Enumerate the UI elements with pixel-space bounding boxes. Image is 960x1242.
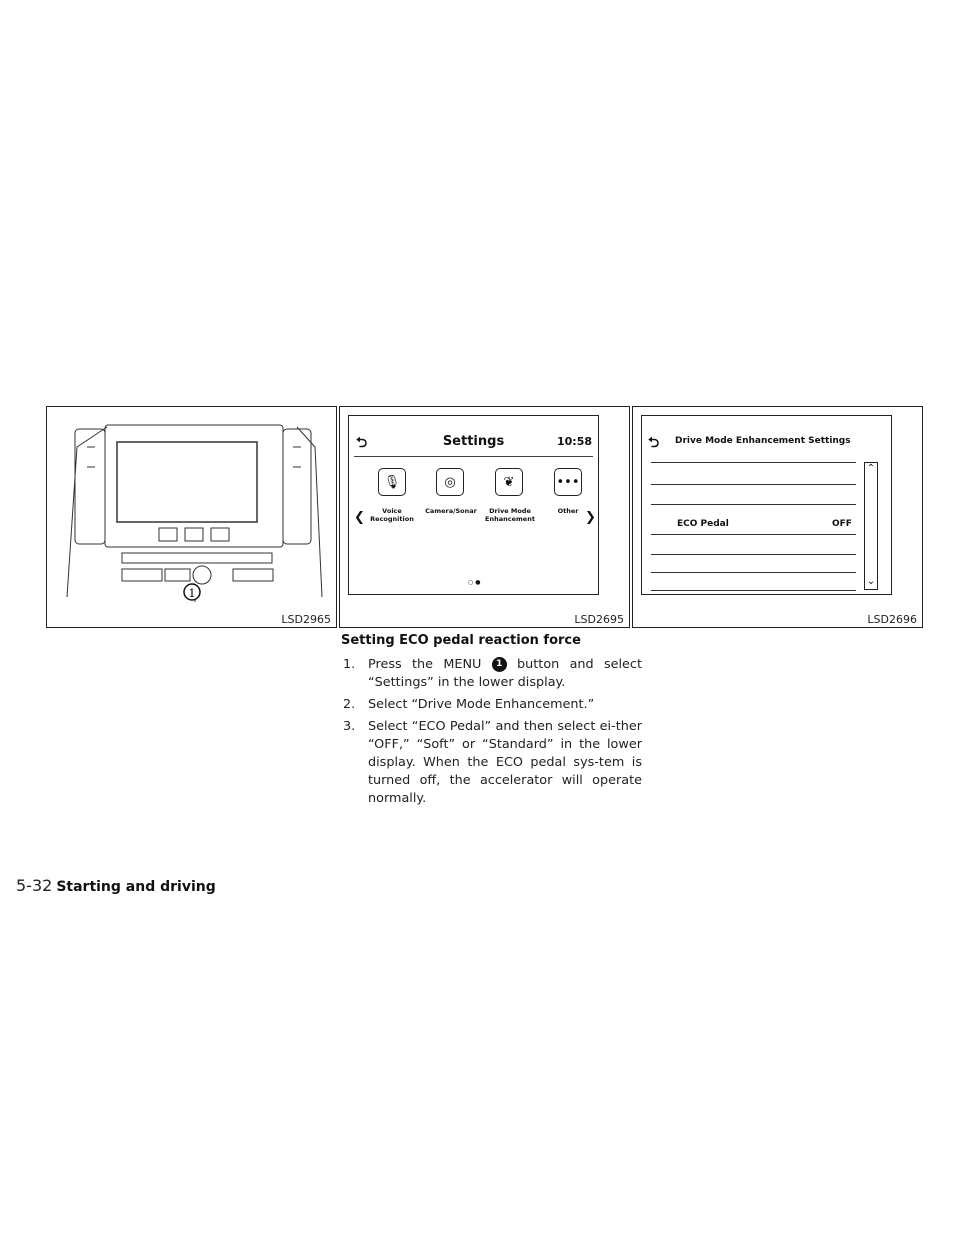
drive-mode-screen: ⮌ Drive Mode Enhancement Settings ECO Pe… [641,415,892,595]
menu-callout-badge: 1 [491,657,507,672]
back-icon[interactable]: ⮌ [356,435,368,451]
divider [651,590,856,591]
back-icon[interactable]: ⮌ [648,435,660,451]
screen-title: Settings [442,434,505,449]
step-1: 1. Press the MENU 1 button and select “S… [343,656,642,692]
page-number: 5-32 [16,876,53,895]
divider [651,484,856,485]
step-text: button and select “Settings” in the lowe… [368,657,642,690]
camera-sonar-icon[interactable]: ◎ [436,468,464,496]
divider [354,456,593,457]
screen-title: Drive Mode Enhancement Settings [675,436,851,446]
chevron-down-icon[interactable]: ⌄ [866,576,876,587]
figure-code: LSD2695 [572,613,626,626]
callout-circle [183,583,201,601]
figure-drive-mode-screen: ⮌ Drive Mode Enhancement Settings ECO Pe… [632,406,923,628]
figure-center-console: 1 LSD2965 [46,406,337,628]
figure-code: LSD2696 [865,613,919,626]
divider [651,462,856,463]
step-3: 3. Select “ECO Pedal” and then select ei… [343,718,642,808]
divider [651,534,856,535]
step-text: Select “ECO Pedal” and then select ei-th… [368,719,642,806]
step-number: 1. [343,657,356,672]
step-number: 2. [343,697,356,712]
step-text: Select “Drive Mode Enhancement.” [368,697,595,712]
step-text: Press the MENU [368,657,482,672]
eco-pedal-label[interactable]: ECO Pedal [677,519,729,529]
menu-item-voice-recognition[interactable]: Voice Recognition [370,507,414,523]
voice-recognition-icon[interactable]: 🎙 [378,468,406,496]
divider [651,572,856,573]
page-indicator: ○● [468,579,483,586]
scrollbar[interactable]: ⌃ ⌄ [864,462,878,590]
console-illustration: 1 [66,424,323,602]
settings-screen: ⮌ Settings 10:58 ❮ 🎙 ◎ ❦ ••• Voice Recog… [348,415,599,595]
other-icon[interactable]: ••• [554,468,582,496]
clock: 10:58 [556,435,592,448]
menu-item-camera-sonar[interactable]: Camera/Sonar [425,507,477,515]
callout-number: 1 [189,587,196,600]
step-number: 3. [343,719,356,734]
section-heading: Setting ECO pedal reaction force [341,633,581,648]
chevron-left-icon[interactable]: ❮ [354,510,365,525]
eco-pedal-value[interactable]: OFF [832,519,852,529]
chevron-up-icon[interactable]: ⌃ [866,463,876,474]
chevron-right-icon[interactable]: ❯ [585,510,596,525]
menu-item-other[interactable]: Other [557,507,579,515]
menu-item-drive-mode-enhancement[interactable]: Drive Mode Enhancement [485,507,535,523]
step-2: 2. Select “Drive Mode Enhancement.” [343,696,642,714]
divider [651,504,856,505]
figure-settings-screen: ⮌ Settings 10:58 ❮ 🎙 ◎ ❦ ••• Voice Recog… [339,406,630,628]
divider [651,554,856,555]
figure-code: LSD2965 [279,613,333,626]
section-name: Starting and driving [56,879,216,895]
drive-mode-icon[interactable]: ❦ [495,468,523,496]
